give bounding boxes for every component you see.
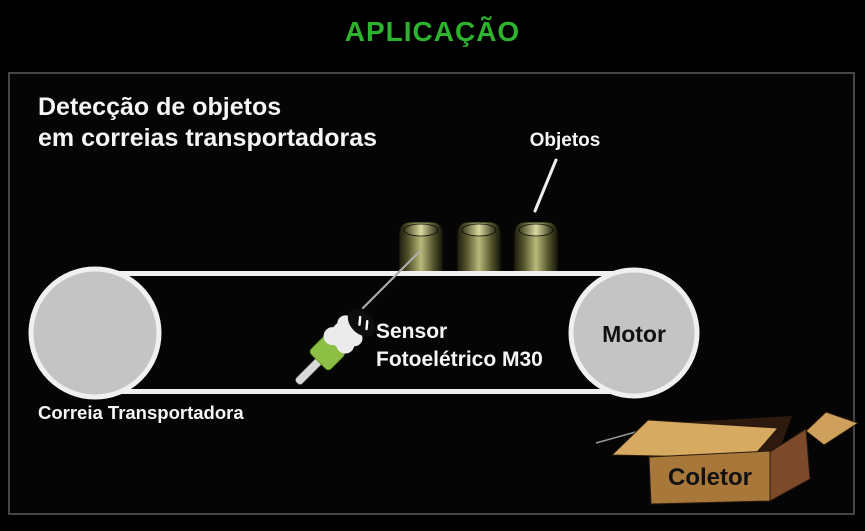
collector-label: Coletor	[668, 464, 752, 491]
cylinder-object-icon	[513, 221, 559, 277]
belt-top-line	[95, 271, 635, 276]
sensor-label-line-2: Fotoelétrico M30	[376, 348, 543, 371]
sensor-label: Sensor Fotoelétrico M30	[376, 318, 543, 374]
cylinder-object-icon	[456, 221, 502, 277]
heading-line-2: em correias transportadoras	[38, 124, 378, 152]
cylinder-object-icon	[398, 221, 444, 277]
belt-bottom-line	[95, 389, 635, 394]
belt-roller-icon	[28, 266, 162, 400]
sensor-label-line-1: Sensor	[376, 320, 448, 343]
page-title: APLICAÇÃO	[344, 16, 521, 47]
motor-label: Motor	[602, 321, 666, 347]
conveyor-belt-label: Correia Transportadora	[38, 402, 244, 423]
open-cardboard-box-icon	[595, 411, 860, 505]
sensor-beam-line	[361, 250, 421, 310]
objects-pointer-line	[533, 158, 558, 213]
diagram-heading: Detecção de objetos em correias transpor…	[38, 92, 377, 154]
motor-roller-icon	[568, 267, 700, 399]
objects-label: Objetos	[529, 130, 601, 151]
photoelectric-sensor-icon	[295, 308, 376, 385]
heading-line-1: Detecção de objetos	[38, 93, 282, 121]
